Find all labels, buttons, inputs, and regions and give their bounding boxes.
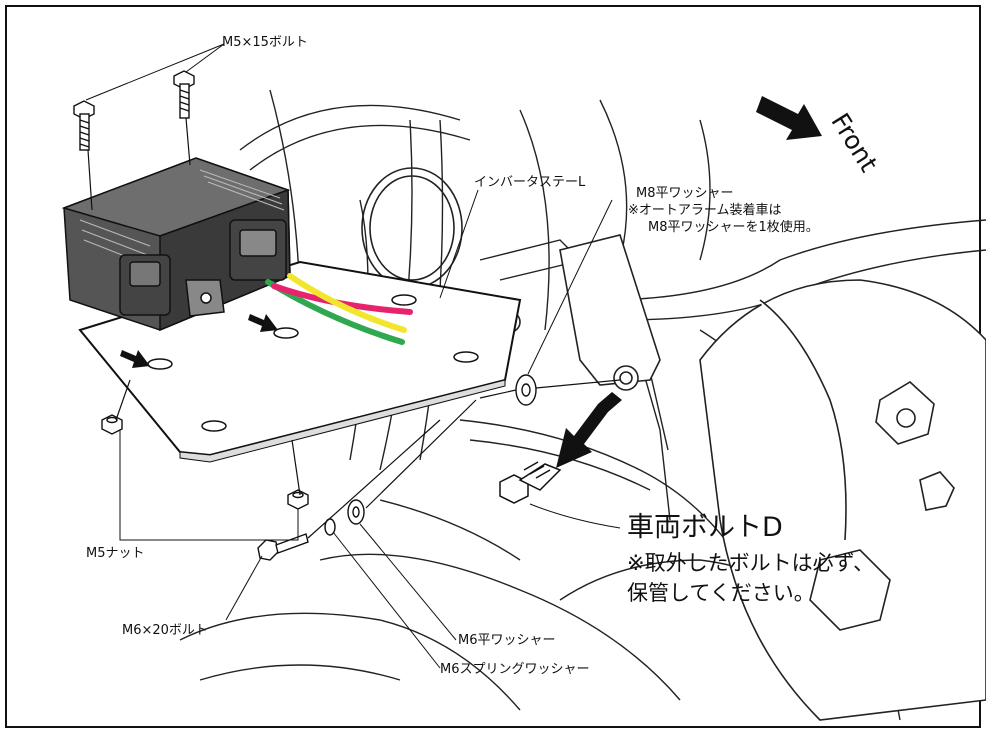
label-nut-m5: M5ナット — [86, 546, 145, 561]
m5x15-bolts — [73, 70, 195, 151]
vehicle-bolt-d — [499, 461, 562, 504]
label-removed-note-1: ※取外したボルトは必ず、 — [627, 551, 875, 575]
label-inverter-stay: インバータステーL — [474, 175, 586, 190]
insert-arrow-icon — [120, 314, 278, 368]
label-alarm-note-1: ※オートアラーム装着車は — [628, 203, 782, 218]
m5-nuts — [101, 414, 309, 510]
label-m8-washer: M8平ワッシャー — [636, 186, 734, 201]
label-washer-m6: M6平ワッシャー — [458, 633, 556, 648]
guide-lines — [87, 117, 621, 539]
inverter-unit — [61, 157, 291, 332]
label-bolt-m5x15: M5×15ボルト — [222, 35, 308, 50]
wire-harness — [265, 273, 413, 345]
label-bolt-m6x20: M6×20ボルト — [122, 623, 208, 638]
m6-hardware — [257, 374, 537, 561]
label-alarm-note-2: M8平ワッシャーを1枚使用。 — [648, 220, 819, 235]
label-removed-note-2: 保管してください。 — [627, 581, 815, 605]
label-spring-washer-m6: M6スプリングワッシャー — [440, 662, 590, 677]
label-vehicle-bolt-d: 車両ボルトD — [627, 512, 783, 543]
direction-arrow-icon — [556, 96, 822, 468]
leader-lines — [85, 43, 621, 669]
right-component — [699, 279, 986, 721]
mounting-bracket — [499, 234, 661, 391]
